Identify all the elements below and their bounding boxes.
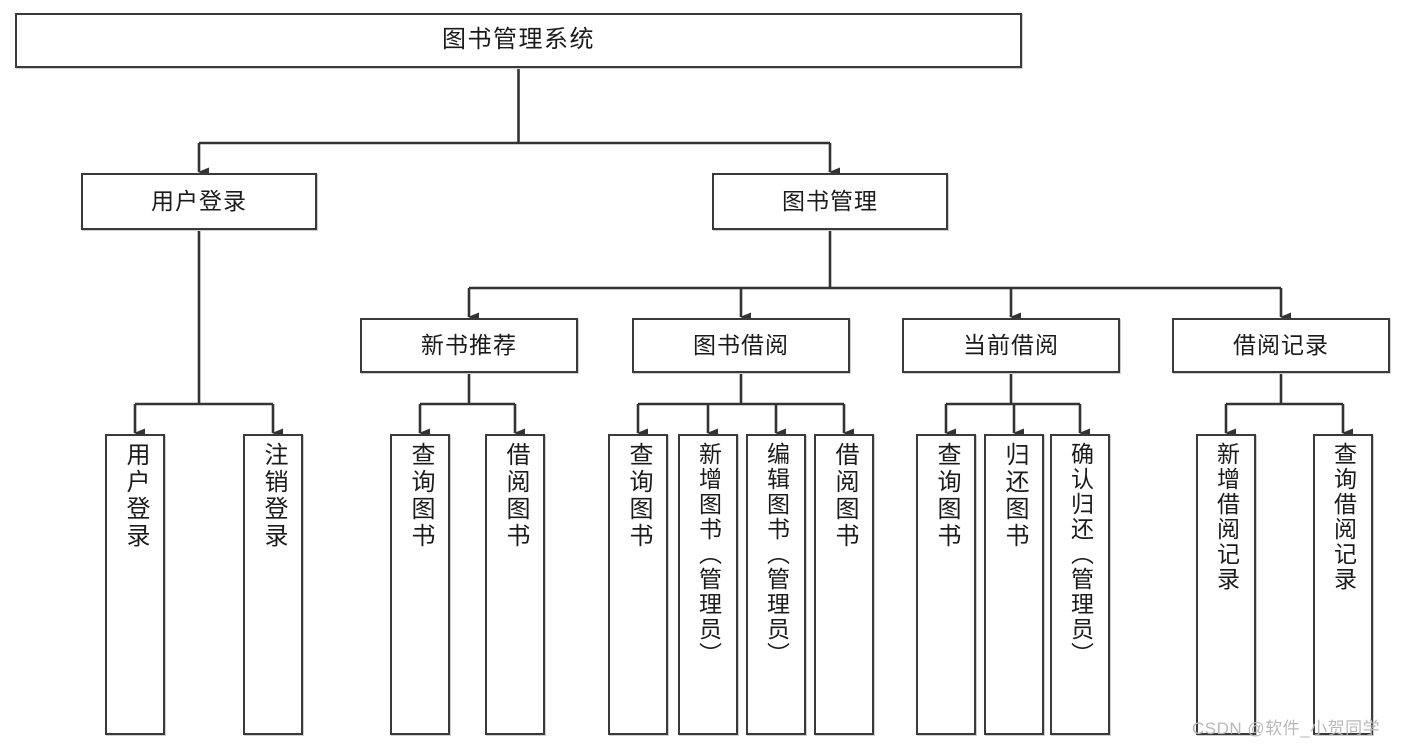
node-leaf-borrow-book-1[interactable]: 借阅图书 <box>485 434 545 735</box>
node-leaf-add-book[interactable]: 新增图书（管理员） <box>678 434 738 735</box>
node-leaf-logout[interactable]: 注销登录 <box>243 434 303 735</box>
node-borrow-record[interactable]: 借阅记录 <box>1172 318 1390 373</box>
node-label: 确认归还（管理员） <box>1067 442 1094 667</box>
node-label: 注销登录 <box>260 442 287 550</box>
node-new-book-rec[interactable]: 新书推荐 <box>360 318 578 373</box>
node-label: 新书推荐 <box>421 331 517 358</box>
node-label: 借阅图书 <box>831 442 858 550</box>
node-label: 归还图书 <box>1001 442 1028 550</box>
node-leaf-query-book-2[interactable]: 查询图书 <box>608 434 668 735</box>
node-label: 借阅图书 <box>502 442 529 550</box>
node-label: 图书管理 <box>782 187 878 214</box>
node-label: 图书管理系统 <box>442 26 595 54</box>
node-label: 编辑图书（管理员） <box>763 442 790 667</box>
node-label: 用户登录 <box>122 442 149 550</box>
node-leaf-confirm-return[interactable]: 确认归还（管理员） <box>1050 434 1110 735</box>
node-label: 查询图书 <box>933 442 960 550</box>
node-label: 查询图书 <box>407 442 434 550</box>
node-label: 用户登录 <box>151 187 247 214</box>
node-leaf-edit-book[interactable]: 编辑图书（管理员） <box>746 434 806 735</box>
node-root[interactable]: 图书管理系统 <box>15 13 1022 68</box>
node-label: 查询借阅记录 <box>1330 442 1357 592</box>
node-label: 新增借阅记录 <box>1213 442 1240 592</box>
node-label: 查询图书 <box>625 442 652 550</box>
node-leaf-user-login[interactable]: 用户登录 <box>105 434 165 735</box>
csdn-watermark: CSDN @软件_小贺同学 <box>1192 719 1381 738</box>
node-label: 新增图书（管理员） <box>695 442 722 667</box>
node-label: 图书借阅 <box>693 331 789 358</box>
node-leaf-return-book[interactable]: 归还图书 <box>984 434 1044 735</box>
node-leaf-query-book-3[interactable]: 查询图书 <box>916 434 976 735</box>
node-book-borrow[interactable]: 图书借阅 <box>632 318 850 373</box>
node-label: 借阅记录 <box>1233 331 1329 358</box>
node-label: 当前借阅 <box>963 331 1059 358</box>
node-leaf-query-book-1[interactable]: 查询图书 <box>390 434 450 735</box>
node-current-borrow[interactable]: 当前借阅 <box>902 318 1120 373</box>
node-leaf-add-record[interactable]: 新增借阅记录 <box>1196 434 1256 735</box>
node-book-manage[interactable]: 图书管理 <box>712 173 948 230</box>
node-user-login[interactable]: 用户登录 <box>81 173 317 230</box>
node-leaf-query-record[interactable]: 查询借阅记录 <box>1313 434 1373 735</box>
node-leaf-borrow-book-2[interactable]: 借阅图书 <box>814 434 874 735</box>
